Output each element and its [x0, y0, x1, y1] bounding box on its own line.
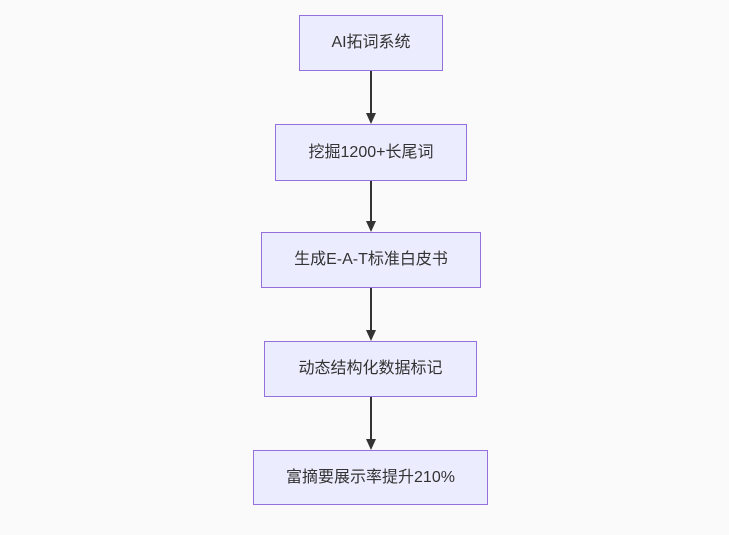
edge-3 [366, 288, 376, 341]
node-ai-keyword-system: AI拓词系统 [299, 15, 443, 71]
edge-line [370, 181, 372, 223]
edge-2 [366, 181, 376, 232]
node-label: AI拓词系统 [331, 34, 411, 51]
node-generate-eat-whitepaper: 生成E-A-T标准白皮书 [261, 232, 481, 288]
edge-line [370, 397, 372, 441]
edge-line [370, 71, 372, 115]
node-mine-longtail-keywords: 挖掘1200+长尾词 [275, 124, 467, 181]
node-label: 生成E-A-T标准白皮书 [294, 251, 448, 268]
node-dynamic-structured-data-markup: 动态结构化数据标记 [264, 341, 477, 397]
arrowhead-down-icon [366, 439, 376, 450]
arrowhead-down-icon [366, 221, 376, 232]
node-label: 富摘要展示率提升210% [286, 468, 455, 486]
edge-4 [366, 397, 376, 450]
node-label: 动态结构化数据标记 [298, 360, 443, 377]
edge-1 [366, 71, 376, 124]
node-rich-snippet-rate-increase: 富摘要展示率提升210% [253, 450, 488, 505]
edge-line [370, 288, 372, 332]
arrowhead-down-icon [366, 113, 376, 124]
arrowhead-down-icon [366, 330, 376, 341]
node-label: 挖掘1200+长尾词 [308, 143, 434, 161]
